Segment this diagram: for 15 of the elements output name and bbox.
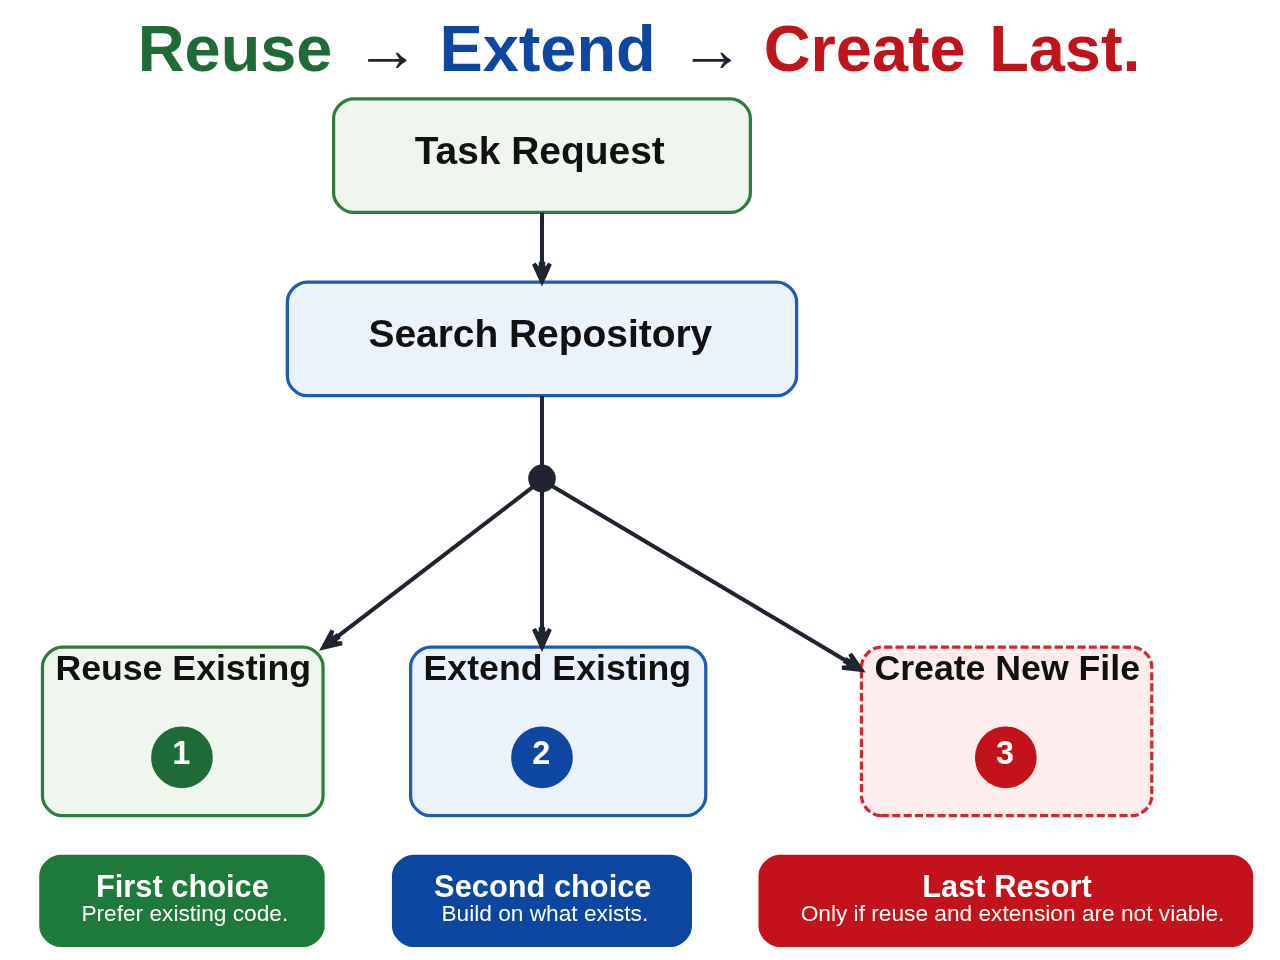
connector — [539, 395, 544, 466]
arrow — [551, 484, 863, 672]
node-box: Second choice Build on what exists. — [391, 854, 692, 948]
node-circle: 1 — [150, 726, 213, 789]
node-circle: 3 — [974, 726, 1037, 789]
diagram-title: Reuse → Extend → Create Last. — [137, 12, 1141, 86]
arrow — [531, 212, 552, 284]
node-box: Task Request — [331, 97, 752, 214]
node-box: First choice Prefer existing code. — [38, 854, 325, 948]
node-box: Search Repository — [285, 280, 798, 398]
arrow — [320, 485, 534, 650]
node-box: Last Resort Only if reuse and extension are not viable. — [758, 854, 1253, 948]
arrow — [531, 491, 552, 650]
node-circle: 2 — [510, 726, 573, 789]
node-circle — [527, 464, 556, 493]
